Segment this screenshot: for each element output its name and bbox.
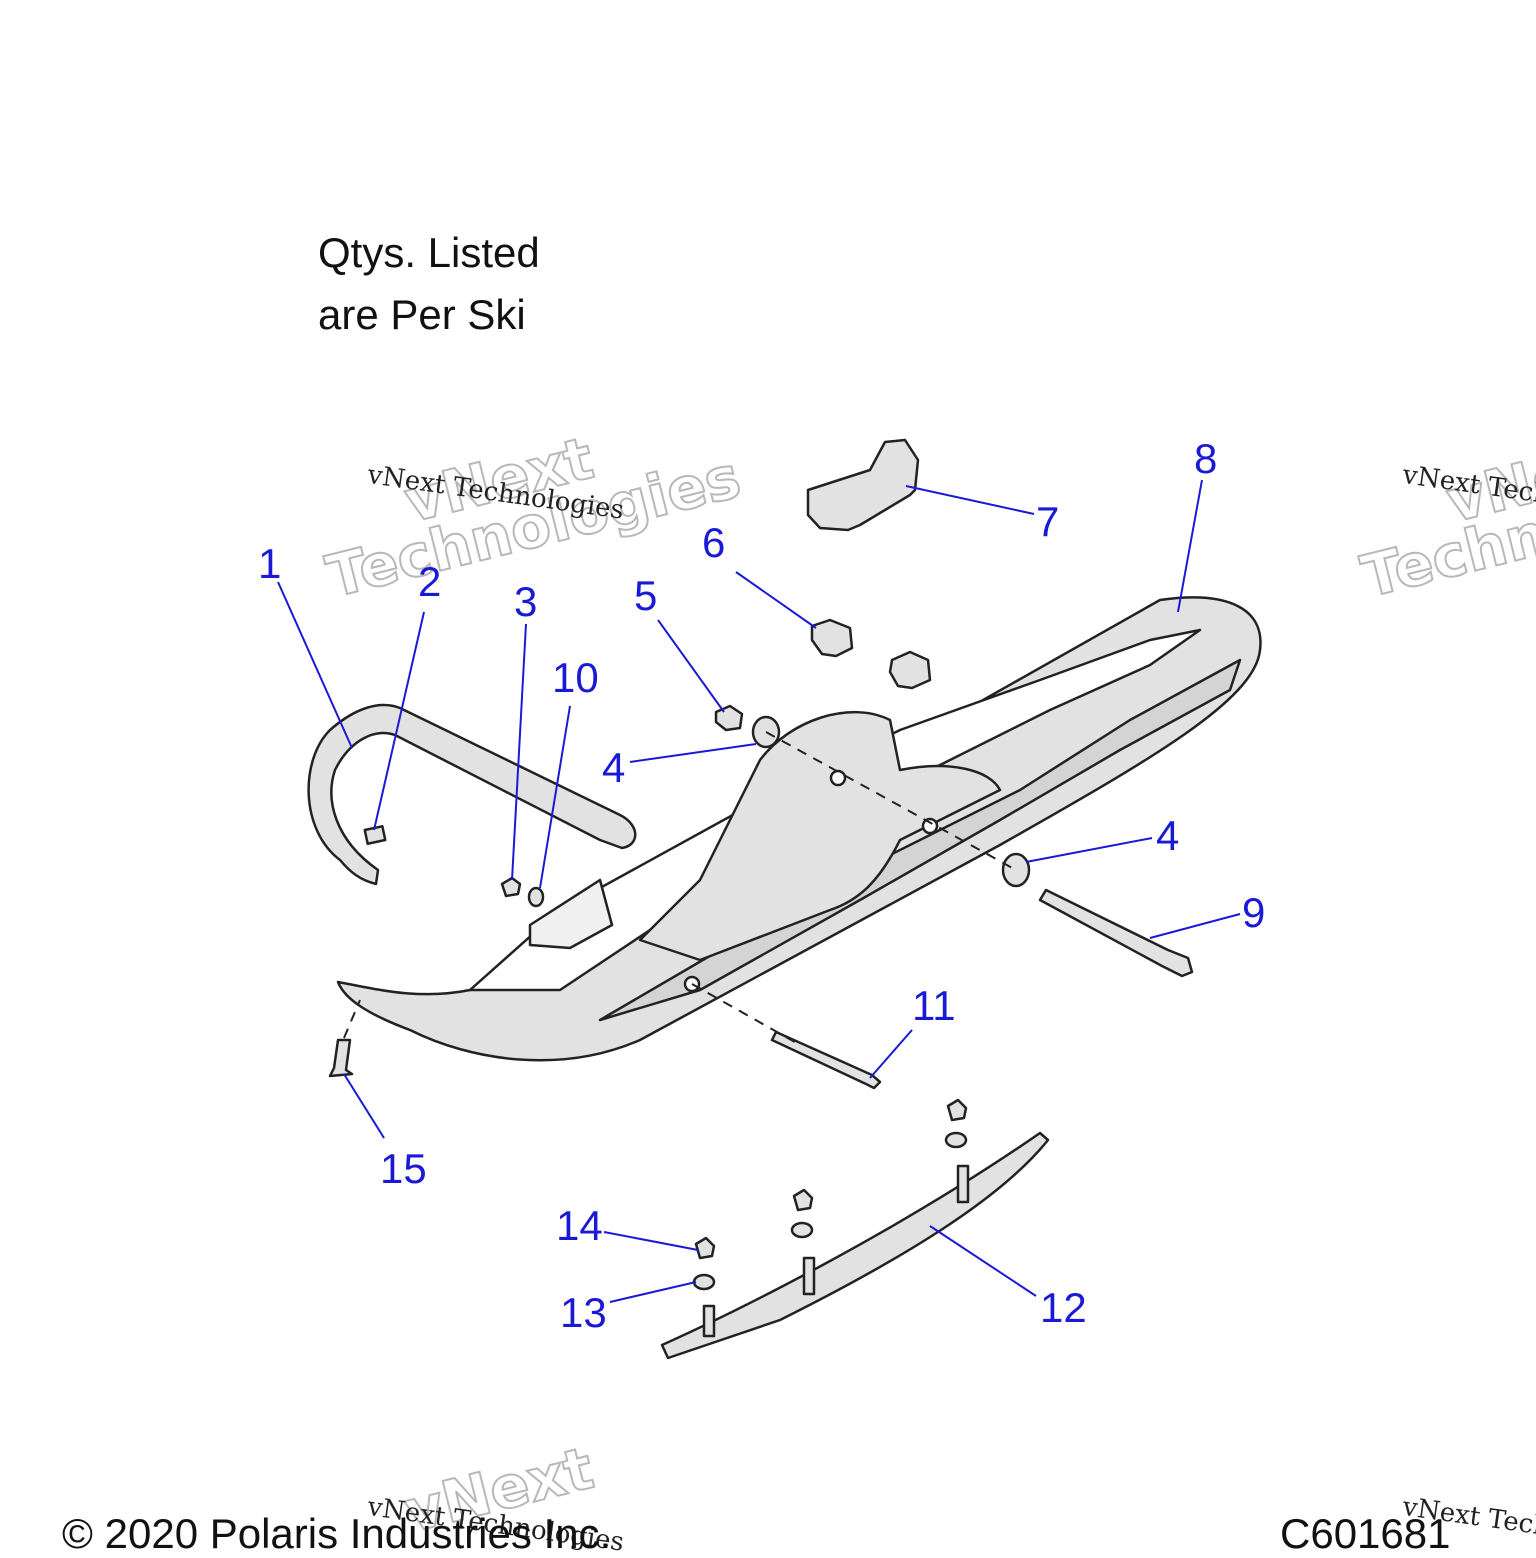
ski-handle [307,703,637,886]
leader-9 [1149,913,1241,939]
leader-3 [511,623,527,881]
stud-washer-2 [790,1221,814,1239]
leader-4a [629,743,757,763]
qty-note-line1: Qtys. Listed [318,229,540,276]
leader-1 [277,581,353,749]
callout-15: 15 [380,1145,427,1192]
callout-9: 9 [1242,889,1265,936]
leader-10 [539,705,571,889]
side-washer [1001,852,1031,888]
ski-rivet [328,1038,354,1078]
ski-pin [770,1030,882,1090]
bushing-right [888,650,932,690]
leader-13 [609,1281,697,1303]
stud-nut-1 [694,1236,716,1260]
callout-4: 4 [602,744,625,791]
callout-13: 13 [560,1289,607,1336]
ski-bolt [1038,888,1194,978]
stud-nut-2 [792,1188,814,1212]
ski-mount-front [528,878,614,950]
leader-4b [1025,837,1153,863]
stud-3 [956,1164,970,1204]
stud-2 [802,1256,816,1296]
stud-1 [702,1304,716,1338]
leader-12 [929,1225,1037,1297]
wear-bar [660,1131,1050,1360]
stud-nut-3 [946,1098,968,1122]
stud-washer-1 [692,1273,716,1291]
leader-6 [735,571,817,629]
front-washer [527,886,545,908]
callout-12: 12 [1040,1284,1087,1331]
ski-hole-center [829,769,847,787]
top-nut [714,704,744,732]
leader-5 [657,619,725,713]
callout-8: 8 [1194,435,1217,482]
callout-2: 2 [418,558,441,605]
callout-1: 1 [258,540,281,587]
callout-11: 11 [912,982,956,1029]
footer-copyright: © 2020 Polaris Industries Inc. [62,1510,612,1557]
leader-8 [1177,479,1203,613]
callout-4-side: 4 [1156,812,1179,859]
footer-code: C601681 [1280,1510,1451,1557]
ski-saddle [638,711,1002,962]
callout-6: 6 [702,519,725,566]
callout-14: 14 [556,1202,603,1249]
ski-hole-rear [921,817,939,835]
leader-11 [869,1029,913,1079]
stud-washer-3 [944,1131,968,1149]
assembly-line-front [691,983,801,1046]
callout-5: 5 [634,572,657,619]
leader-15 [343,1073,385,1139]
qty-note-line2: are Per Ski [318,291,526,338]
leader-2 [373,611,425,831]
leader-14 [603,1231,699,1251]
assembly-line-rivet [343,999,361,1039]
assembly-line-top [765,731,1017,871]
callout-7: 7 [1036,498,1059,545]
ski-bumper [806,438,920,532]
callout-3: 3 [514,578,537,625]
leader-7 [905,485,1035,515]
bushing-left [810,618,854,658]
front-nut [500,876,522,898]
callout-10: 10 [552,654,599,701]
